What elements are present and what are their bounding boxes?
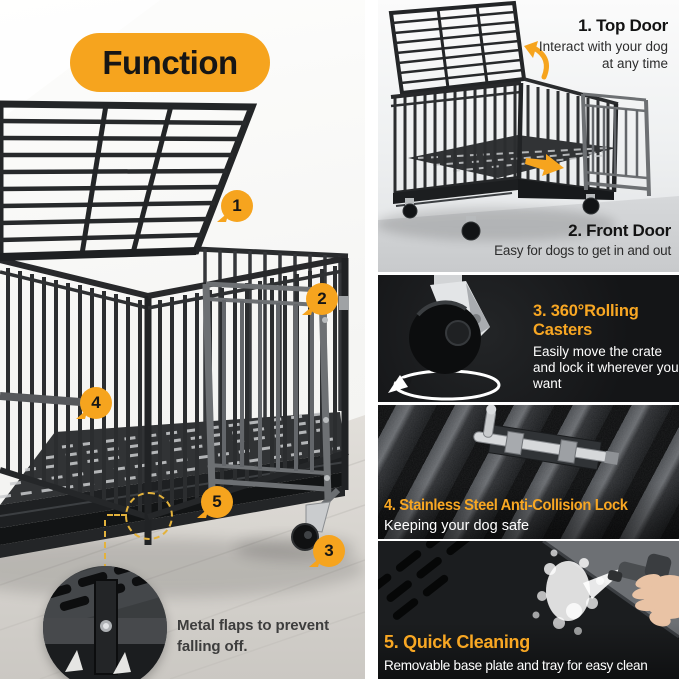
cleaning-panel-shade: [378, 623, 679, 679]
feature-casters-desc: Easily move the crate and lock it wherev…: [533, 343, 679, 391]
feature-casters: 3. 360°Rolling Casters Easily move the c…: [533, 302, 679, 392]
feature-front-door: 2. Front Door Easy for dogs to get in an…: [494, 221, 671, 258]
flap-leader-line: [104, 520, 106, 570]
crate-illustration: [0, 100, 365, 679]
hand: [632, 574, 679, 627]
feature-top-door-title: 1. Top Door: [578, 16, 668, 35]
feature-front-door-desc: Easy for dogs to get in and out: [494, 243, 671, 258]
feature-panel-doors: 1. Top Door Interact with your dog at an…: [378, 0, 679, 272]
feature-lock-desc: Keeping your dog safe: [384, 518, 530, 534]
feature-cleaning-desc: Removable base plate and tray for easy c…: [384, 657, 648, 673]
feature-top-door: 1. Top Door Interact with your dog at an…: [534, 16, 668, 73]
lock-panel-shade: [378, 483, 679, 539]
feature-lock: 4. Stainless Steel Anti-Collision Lock K…: [384, 497, 640, 534]
function-badge: Function: [70, 33, 270, 92]
caster-illustration: [388, 275, 501, 401]
callout-5-base-plate: 5: [201, 486, 233, 518]
top-door-arrow-icon: [524, 41, 549, 80]
tray-vent-slots: [378, 541, 472, 620]
metal-flap-zoom-illustration: [43, 566, 167, 679]
feature-panel-lock: 4. Stainless Steel Anti-Collision Lock K…: [378, 405, 679, 539]
feature-cleaning: 5. Quick Cleaning Removable base plate a…: [384, 632, 656, 673]
slide-bolt: [473, 405, 620, 471]
callout-1-number: 1: [232, 196, 242, 215]
feature-panel-casters: 3. 360°Rolling Casters Easily move the c…: [378, 275, 679, 402]
flap-leader-connector: [107, 514, 127, 516]
feature-top-door-desc: Interact with your dog at any time: [538, 39, 668, 72]
main-crate-section: Function 1 2 3 4 5: [0, 0, 365, 679]
function-badge-label: Function: [102, 43, 238, 81]
cleaning-illustration: [378, 541, 679, 679]
feature-front-door-title: 2. Front Door: [568, 221, 671, 240]
lock-illustration: [378, 405, 679, 539]
callout-5-number: 5: [212, 492, 222, 511]
flap-caption: Metal flaps to prevent falling off.: [177, 617, 329, 655]
callout-2-number: 2: [317, 289, 327, 308]
flap-highlight-circle: [125, 492, 173, 540]
feature-column: 1. Top Door Interact with your dog at an…: [378, 0, 679, 679]
callout-1-top-door: 1: [221, 190, 253, 222]
callout-3-casters: 3: [313, 535, 345, 567]
flap-magnifier: [43, 566, 167, 679]
front-door-arrow-icon: [525, 154, 564, 176]
callout-4-lock: 4: [80, 387, 112, 419]
feature-panel-cleaning: 5. Quick Cleaning Removable base plate a…: [378, 541, 679, 679]
callout-3-number: 3: [324, 541, 334, 560]
callout-4-number: 4: [91, 393, 101, 412]
callout-2-front-door: 2: [306, 283, 338, 315]
mini-crate-illustration: [378, 0, 679, 272]
feature-lock-title: 4. Stainless Steel Anti-Collision Lock: [384, 497, 628, 514]
feature-cleaning-title: 5. Quick Cleaning: [384, 632, 530, 652]
feature-casters-title: 3. 360°Rolling Casters: [533, 302, 639, 339]
